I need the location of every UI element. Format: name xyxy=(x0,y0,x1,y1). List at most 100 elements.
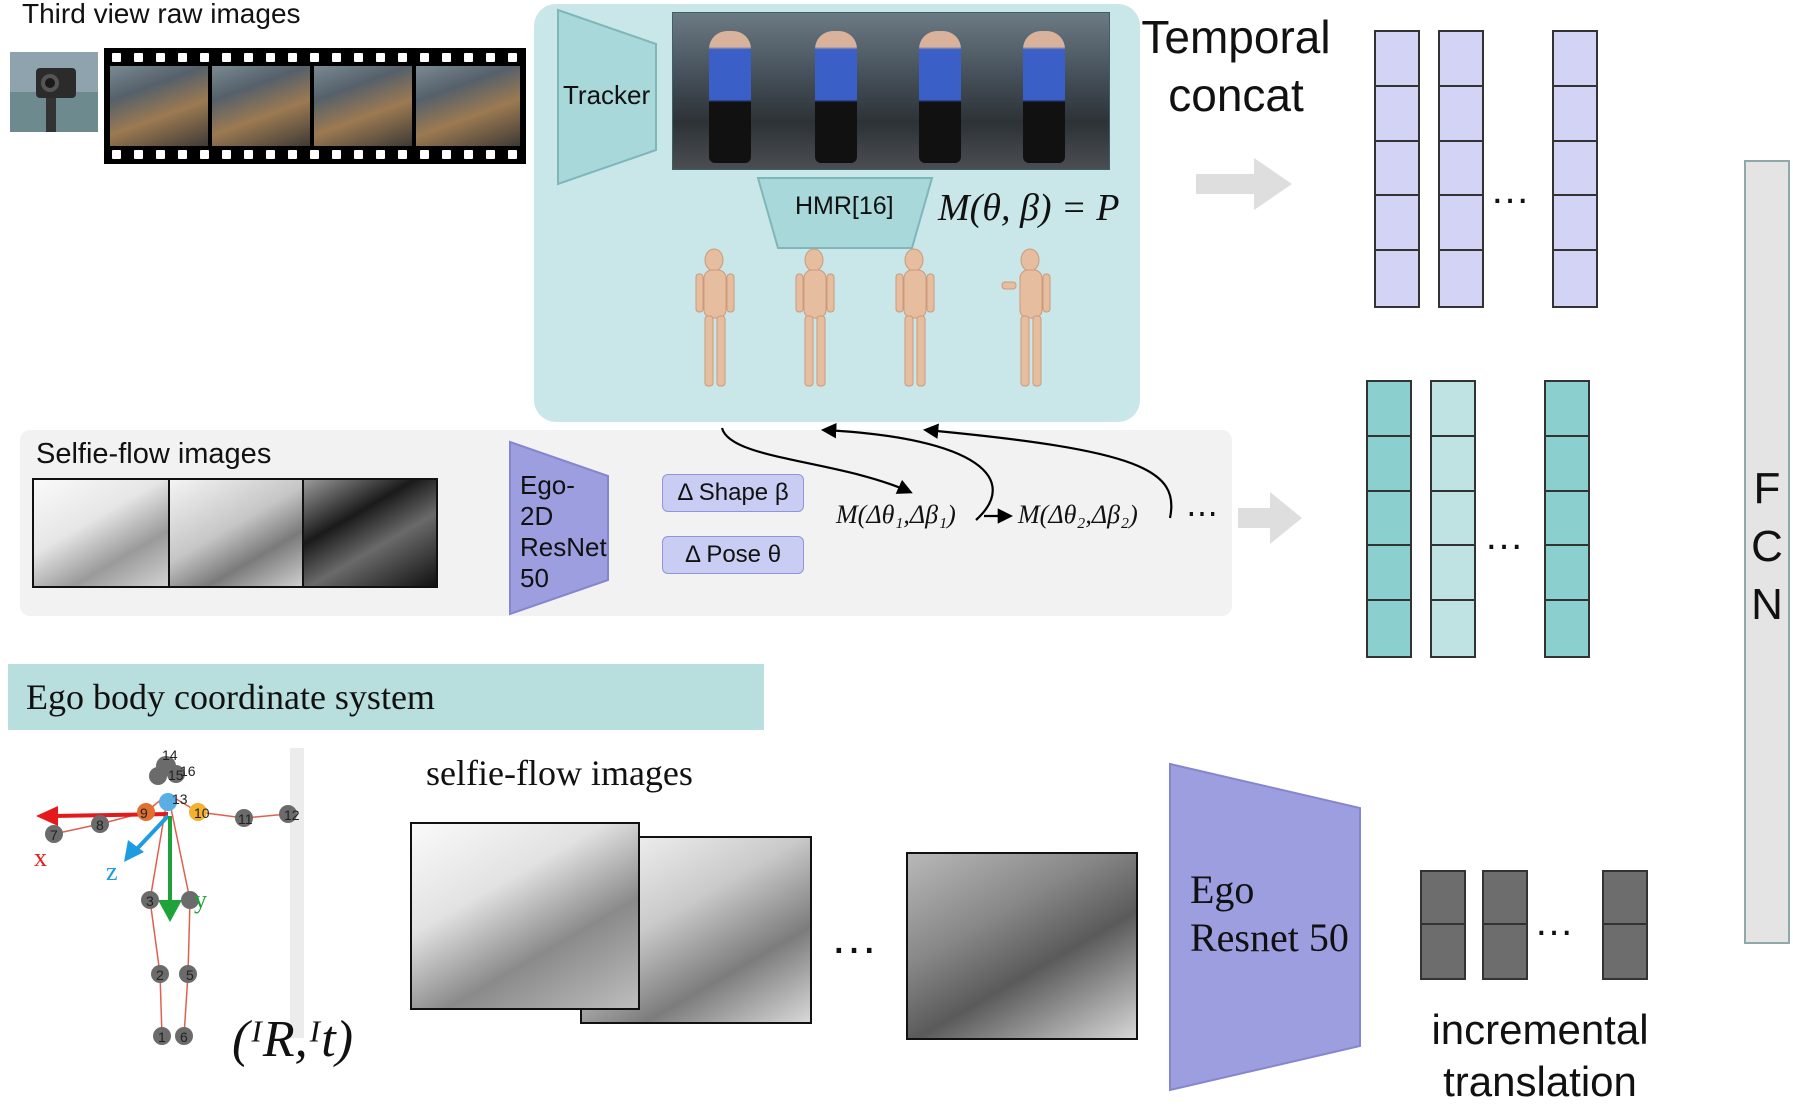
feature-cell xyxy=(1368,492,1410,547)
feature-cell xyxy=(1554,87,1596,142)
sprocket-hole xyxy=(112,53,121,62)
sprocket-hole xyxy=(376,150,385,159)
fcn-f: F xyxy=(1753,464,1781,513)
ego2d-line1: Ego- xyxy=(520,470,575,500)
sprocket-hole xyxy=(134,53,143,62)
feature-cell xyxy=(1376,196,1418,252)
feature-cell xyxy=(1440,142,1482,197)
joint-label: 2 xyxy=(156,967,164,983)
lavender-feature-column xyxy=(1552,30,1598,308)
temporal-concat-label: Temporal concat xyxy=(1136,8,1336,124)
feature-cell xyxy=(1440,251,1482,306)
sprocket-hole xyxy=(244,150,253,159)
curve-m1-to-m2 xyxy=(820,422,994,521)
sprocket-hole xyxy=(156,53,165,62)
joint-label: 9 xyxy=(140,805,148,821)
sprocket-hole xyxy=(508,150,517,159)
dark-feature-column xyxy=(1482,870,1528,980)
feature-cell xyxy=(1368,437,1410,492)
tracker-block xyxy=(557,8,657,186)
person-figure xyxy=(709,31,751,163)
feature-cell xyxy=(1554,32,1596,87)
delta-ellipsis: ⋯ xyxy=(1186,495,1218,531)
sprocket-hole xyxy=(354,53,363,62)
raw-frame xyxy=(212,66,310,146)
joint-label: 13 xyxy=(172,791,188,807)
sprocket-hole xyxy=(222,150,231,159)
selfie-flow-lower-label: selfie-flow images xyxy=(426,753,693,793)
feature-cell xyxy=(1422,925,1464,978)
feature-cell xyxy=(1432,546,1474,602)
selfie-flow-lower-image xyxy=(410,822,640,1010)
ego2d-line3: ResNet xyxy=(520,532,607,562)
feature-cell xyxy=(1440,196,1482,252)
sprocket-hole xyxy=(266,53,275,62)
dark-ellipsis: … xyxy=(1534,900,1574,944)
sprocket-hole xyxy=(420,53,429,62)
fcn-label: F C N xyxy=(1744,460,1790,634)
sprocket-hole xyxy=(486,150,495,159)
feature-cell xyxy=(1440,87,1482,142)
hmr-block xyxy=(756,177,934,249)
sprocket-hole xyxy=(200,150,209,159)
axis-x-label: x xyxy=(34,843,47,872)
person-figure xyxy=(1023,31,1065,163)
third-view-label: Third view raw images xyxy=(22,0,301,29)
lavender-feature-column xyxy=(1374,30,1420,308)
rt-label: (ᴵR,ᴵt) xyxy=(232,1011,354,1068)
delta-pose-text: Δ Pose θ xyxy=(684,541,782,568)
sprocket-hole xyxy=(288,53,297,62)
teal-feature-column xyxy=(1366,380,1412,658)
smpl-mesh xyxy=(795,248,835,387)
sprocket-hole xyxy=(200,53,209,62)
sprocket-hole xyxy=(178,150,187,159)
delta-shape-text: Δ Shape β xyxy=(677,479,789,506)
ego2d-resnet-block xyxy=(509,440,609,616)
joint-label: 8 xyxy=(96,817,104,833)
fcn-block xyxy=(1744,160,1790,944)
feature-cell xyxy=(1604,925,1646,978)
sprocket-hole xyxy=(398,53,407,62)
joint-label: 7 xyxy=(50,827,58,843)
dark-feature-column xyxy=(1602,870,1648,980)
feature-cell xyxy=(1432,437,1474,492)
joint-label: 16 xyxy=(180,763,196,779)
selfie-flow-lower-image xyxy=(906,852,1138,1040)
teal-feature-column xyxy=(1430,380,1476,658)
selfie-flow-image xyxy=(32,478,170,588)
smpl-mesh xyxy=(695,248,735,387)
sprocket-hole xyxy=(134,150,143,159)
feature-cell xyxy=(1432,601,1474,656)
concat-line: concat xyxy=(1168,69,1304,121)
incremental-translation-label: incremental translation xyxy=(1400,1004,1680,1108)
delta-shape-pill: Δ Shape β xyxy=(662,474,804,512)
feature-cell xyxy=(1546,492,1588,547)
person-figure xyxy=(919,31,961,163)
hmr-equation: M(θ, β) = P xyxy=(938,187,1120,229)
sprocket-hole xyxy=(310,150,319,159)
sprocket-hole xyxy=(398,150,407,159)
incremental-line: incremental xyxy=(1431,1006,1649,1053)
sprocket-hole xyxy=(508,53,517,62)
feature-cell xyxy=(1376,251,1418,306)
hmr-label: HMR[16] xyxy=(795,192,894,220)
feature-cell xyxy=(1546,601,1588,656)
sprocket-hole xyxy=(310,53,319,62)
selfie-flow-image xyxy=(302,478,438,588)
ego2d-label: Ego- 2D ResNet 50 xyxy=(520,470,607,594)
sprocket-hole xyxy=(156,150,165,159)
delta-m1-label: M(Δθ₁,Δβ₁) xyxy=(836,500,956,529)
fcn-n: N xyxy=(1751,580,1783,629)
sprocket-hole xyxy=(442,53,451,62)
smpl-meshes xyxy=(695,248,1051,387)
feature-cell xyxy=(1604,872,1646,925)
feature-cell xyxy=(1554,196,1596,252)
feature-cell xyxy=(1368,546,1410,602)
arrow-to-lavender xyxy=(1196,158,1292,210)
joint-label: 11 xyxy=(238,811,253,827)
sprocket-hole xyxy=(464,150,473,159)
axis-y-label: y xyxy=(194,885,207,914)
sprocket-hole xyxy=(486,53,495,62)
lower-flow-ellipsis: … xyxy=(830,911,878,964)
ego-resnet-line1: Ego xyxy=(1190,867,1255,912)
